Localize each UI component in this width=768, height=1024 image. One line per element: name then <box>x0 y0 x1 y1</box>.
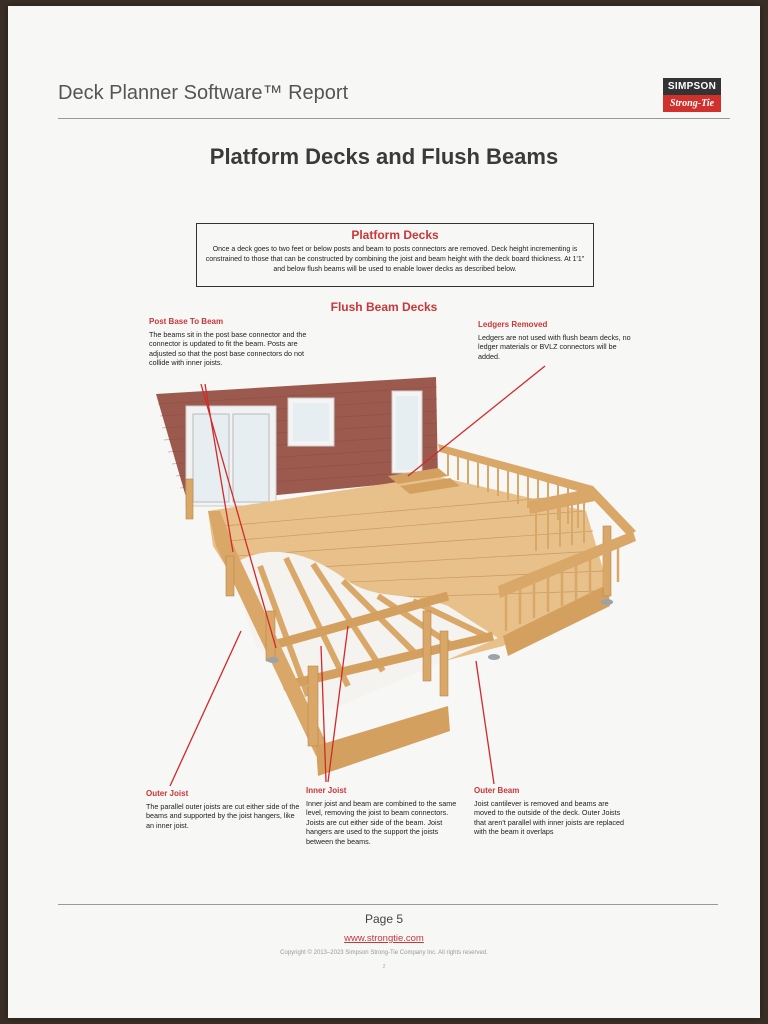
callout-ledgers-title: Ledgers Removed <box>478 320 548 329</box>
callout-outer-beam-text: Joist cantilever is removed and beams ar… <box>474 798 624 837</box>
deck-frame-right <box>503 584 610 656</box>
callout-outer-joist-title: Outer Joist <box>146 789 189 798</box>
callout-post-base-text: The beams sit in the post base connector… <box>149 329 307 368</box>
leader-post-base-1 <box>200 383 277 649</box>
platform-decks-title: Platform Decks <box>351 228 439 242</box>
callout-post-base: Post Base To Beam The beams sit in the p… <box>149 317 309 368</box>
deck-frame-front <box>316 706 450 776</box>
page-number: Page 5 <box>364 912 404 926</box>
page-title: Platform Decks and Flush Beams <box>209 144 559 169</box>
leader-inner-joist-1 <box>320 645 327 783</box>
callout-inner-joist-title: Inner Joist <box>306 786 347 795</box>
callout-outer-beam: Outer Beam Joist cantilever is removed a… <box>474 786 629 837</box>
leader-inner-joist-2 <box>327 625 349 783</box>
leader-outer-joist <box>169 630 242 787</box>
deck-illustration <box>156 365 636 787</box>
railing-front <box>498 531 636 598</box>
leader-outer-beam <box>475 660 495 785</box>
callout-outer-beam-title: Outer Beam <box>474 786 520 795</box>
simpson-logo: SIMPSON Strong-Tie <box>663 78 721 116</box>
flush-beam-title: Flush Beam Decks <box>330 300 438 314</box>
callout-ledgers-text: Ledgers are not used with flush beam dec… <box>478 332 631 361</box>
callout-outer-joist-text: The parallel outer joists are cut either… <box>146 801 300 830</box>
deck-stairs <box>388 468 460 494</box>
copyright-text: Copyright © 2013–2023 Simpson Strong-Tie… <box>280 950 488 956</box>
header-divider <box>58 118 730 119</box>
footer-divider <box>58 904 718 905</box>
leader-ledger <box>407 365 546 477</box>
report-page: Deck Planner Software™ Report SIMPSON St… <box>8 6 760 1018</box>
logo-top-text: SIMPSON <box>663 78 721 95</box>
logo-bottom-text: Strong-Tie <box>663 95 721 112</box>
callout-post-base-title: Post Base To Beam <box>149 317 224 326</box>
footer-small-number: 2 <box>382 964 386 970</box>
callout-outer-joist: Outer Joist The parallel outer joists ar… <box>146 789 301 830</box>
railing-side <box>528 488 595 514</box>
callout-inner-joist: Inner Joist Inner joist and beam are com… <box>306 786 464 846</box>
platform-decks-box: Platform Decks Once a deck goes to two f… <box>196 223 594 287</box>
platform-decks-text: Once a deck goes to two feet or below po… <box>205 246 585 273</box>
callout-ledgers: Ledgers Removed Ledgers are not used wit… <box>478 320 638 361</box>
leader-post-base-2 <box>204 383 234 553</box>
website-link[interactable]: www.strongtie.com <box>344 933 424 944</box>
report-header-title: Deck Planner Software™ Report <box>58 82 349 104</box>
callout-inner-joist-text: Inner joist and beam are combined to the… <box>306 798 457 846</box>
